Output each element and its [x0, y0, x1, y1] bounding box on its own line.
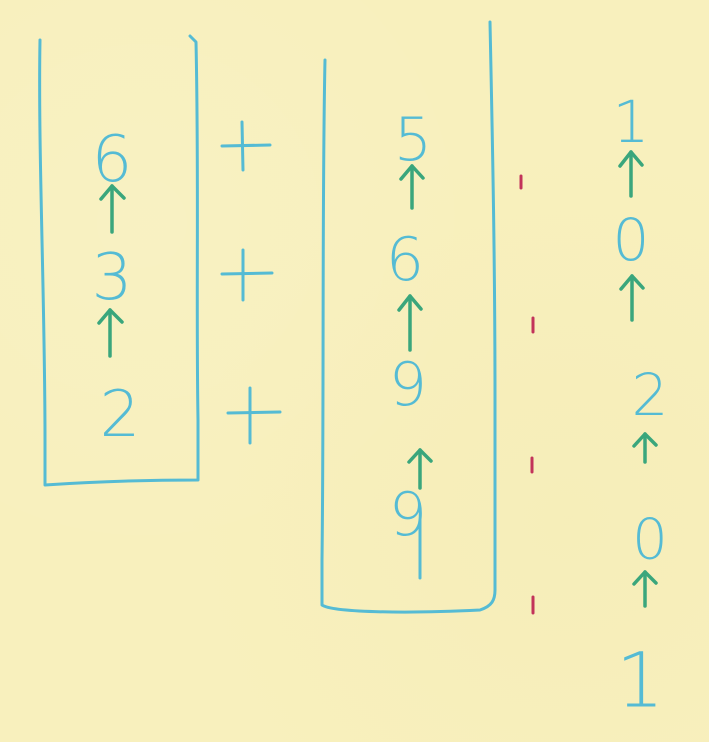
result-arrow-1 [618, 150, 644, 198]
left-digit-3: 2 [100, 378, 141, 452]
middle-arrow-3 [407, 448, 433, 490]
plus-sign-3 [226, 386, 282, 445]
result-digit-3: 2 [632, 361, 669, 429]
left-digit-2: 3 [92, 241, 133, 315]
middle-list-box [320, 20, 497, 614]
result-digit-5: 1 [616, 636, 664, 725]
result-arrow-4 [632, 570, 658, 608]
middle-arrow-2 [397, 294, 423, 352]
middle-arrow-1 [399, 164, 425, 210]
middle-digit-3: 9 [389, 350, 427, 420]
result-digit-4: 0 [632, 508, 668, 573]
middle-digit-1: 5 [394, 105, 432, 175]
result-digit-2: 0 [613, 206, 650, 274]
middle-digit-2: 6 [386, 225, 424, 295]
left-arrow-2 [97, 308, 124, 358]
plus-sign-1 [220, 120, 272, 172]
left-arrow-1 [99, 184, 126, 234]
result-arrow-2 [619, 274, 645, 322]
left-list-box [38, 34, 200, 487]
plus-sign-2 [220, 248, 274, 302]
result-arrow-3 [632, 432, 658, 464]
result-digit-1: 1 [613, 88, 650, 156]
